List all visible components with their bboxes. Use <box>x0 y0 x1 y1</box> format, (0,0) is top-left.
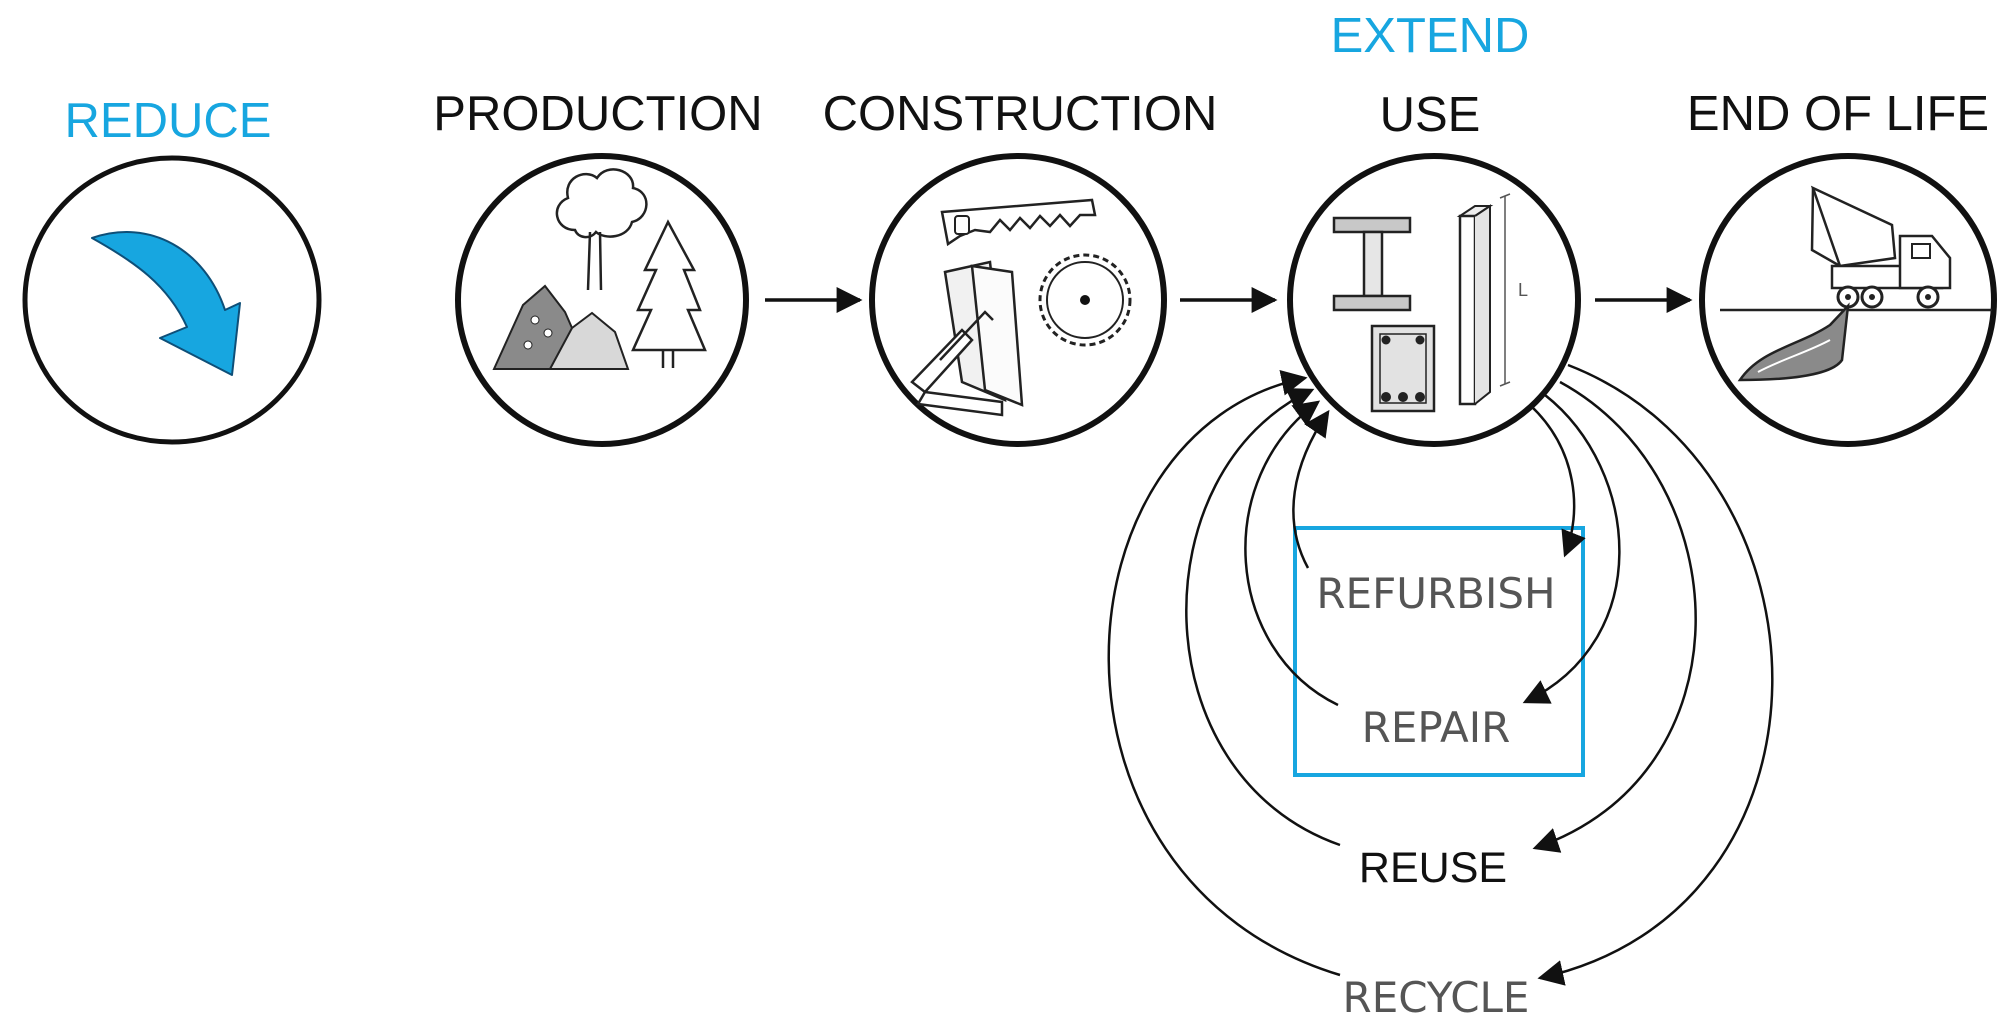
raw-materials-icon <box>492 168 707 370</box>
reduce-label: REDUCE <box>65 94 272 148</box>
repair-to-use-arrow <box>1244 400 1339 707</box>
tools-icon <box>910 198 1132 417</box>
production-label: PRODUCTION <box>433 87 762 141</box>
use-label: USE <box>1380 88 1481 142</box>
end-of-life-stage <box>1699 153 1997 447</box>
end-of-life-label: END OF LIFE <box>1687 87 1989 141</box>
refurbish-to-use-arrow <box>1292 409 1330 569</box>
dump-truck-icon <box>1720 185 1992 382</box>
reduce-stage <box>22 155 322 445</box>
curved-down-arrow-icon <box>91 231 241 376</box>
use-stage: L <box>1287 153 1581 447</box>
use-to-repair-arrow <box>1522 394 1621 704</box>
reuse-label: REUSE <box>1359 844 1507 892</box>
repair-label: REPAIR <box>1362 703 1511 752</box>
use-to-recycle-arrow <box>1537 363 1774 986</box>
loop-back-arrows <box>1107 369 1341 977</box>
extend-label: EXTEND <box>1331 9 1530 63</box>
recycle-to-use-arrow <box>1107 369 1341 977</box>
loop-out-arrows <box>1522 363 1774 986</box>
use-to-refurbish-arrow <box>1529 404 1586 558</box>
construction-stage <box>869 153 1167 447</box>
refurbish-label: REFURBISH <box>1316 569 1555 618</box>
structural-members-icon: L <box>1332 193 1528 413</box>
extend-box <box>1293 526 1585 777</box>
recycle-label: RECYCLE <box>1343 973 1530 1022</box>
construction-label: CONSTRUCTION <box>823 87 1218 141</box>
length-mark-label: L <box>1518 280 1528 300</box>
production-stage <box>455 153 749 447</box>
reuse-to-use-arrow <box>1185 388 1341 847</box>
use-to-reuse-arrow <box>1532 380 1697 853</box>
